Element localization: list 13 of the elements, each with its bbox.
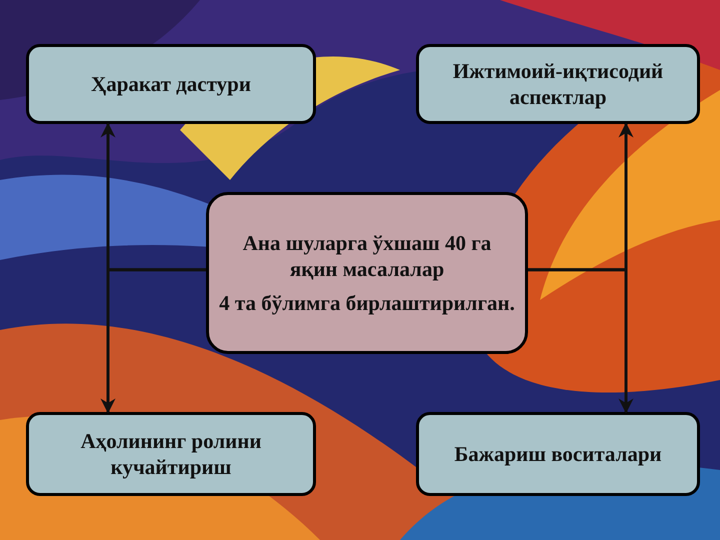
box-text: Бажариш воситалари [454,440,662,468]
topic-box [26,412,316,496]
box-text: Аҳолининг ролини кучайтириш [80,428,262,480]
connector-arrow [100,268,206,414]
box-text: Ижтимоий-иқтисодий аспектлар [452,58,664,110]
topic-box [416,412,700,496]
box-text: 4 та бўлимга бирлаштирилган. [219,290,515,316]
box-text: Ана шуларга ўхшаш 40 га яқин масалалар [242,230,492,282]
topic-box [416,44,700,124]
summary-box [206,192,528,354]
connector-arrow [528,268,634,414]
box-text: Ҳаракат дастури [91,70,251,98]
topic-box [26,44,316,124]
